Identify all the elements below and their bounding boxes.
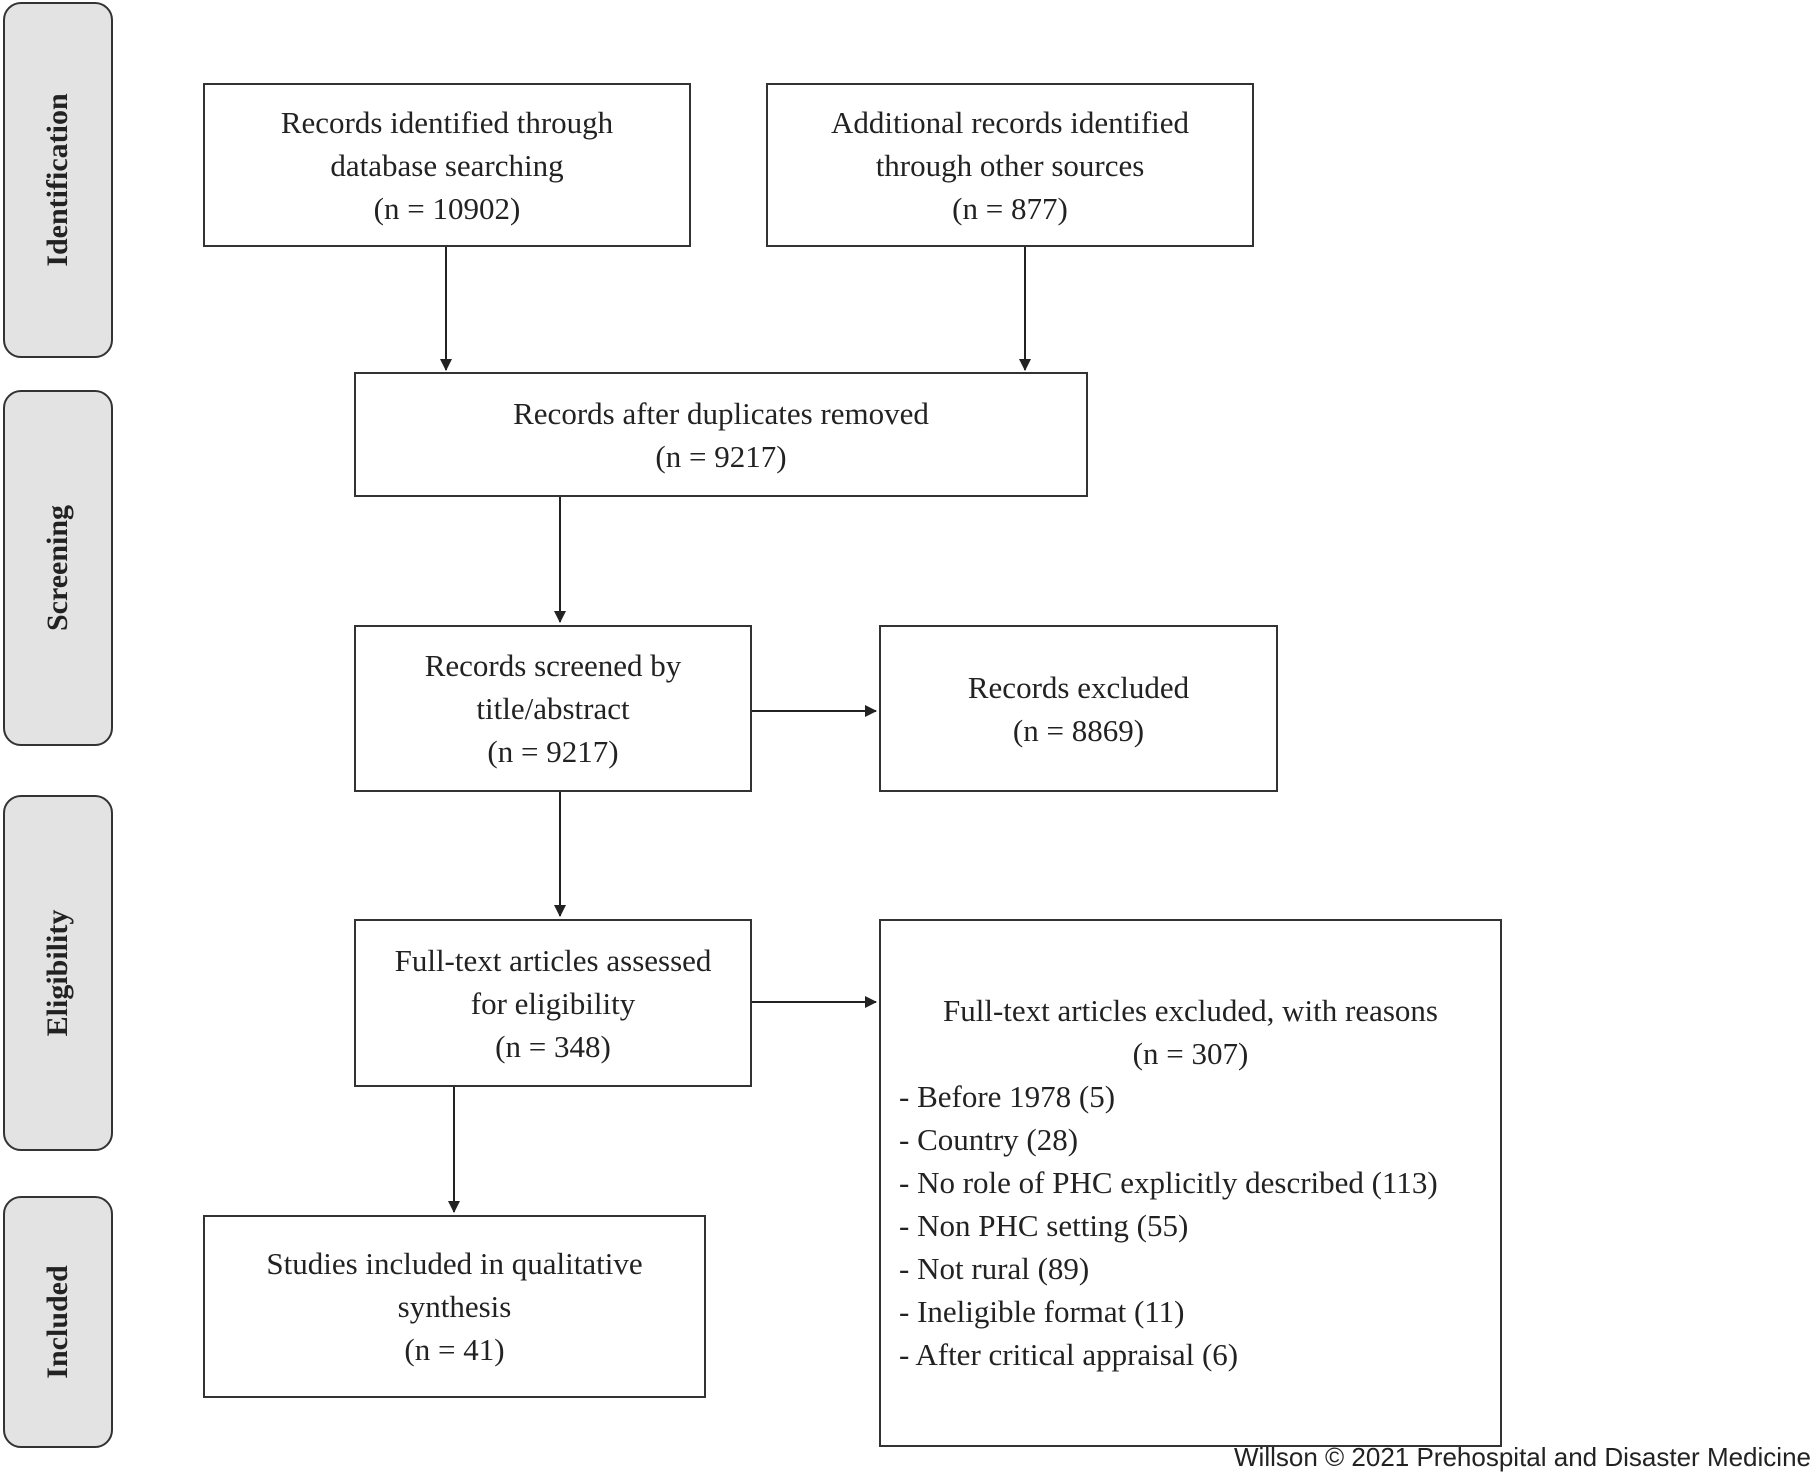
box-other-sources: Additional records identified through ot… xyxy=(766,83,1254,247)
box-records-excluded-line1: Records excluded xyxy=(967,669,1190,705)
phase-identification: Identification xyxy=(3,2,113,358)
phase-included: Included xyxy=(3,1196,113,1448)
exclusion-reason: - After critical appraisal (6) xyxy=(899,1337,1239,1372)
box-full-text-assessed-line1: Full-text articles assessed xyxy=(394,942,712,978)
phase-eligibility: Eligibility xyxy=(3,795,113,1151)
box-other-sources-line1: Additional records identified xyxy=(830,104,1190,140)
box-records-excluded-count: (n = 8869) xyxy=(1012,712,1145,748)
box-studies-included-count: (n = 41) xyxy=(404,1332,505,1367)
box-records-screened-line2: title/abstract xyxy=(476,691,630,726)
box-records-database: Records identified through database sear… xyxy=(203,83,691,247)
exclusion-reason: - Non PHC setting (55) xyxy=(899,1208,1189,1243)
box-records-excluded: Records excluded (n = 8869) xyxy=(879,625,1278,792)
exclusion-reasons-list: - Before 1978 (5) - Country (28) - No ro… xyxy=(881,1075,1500,1376)
box-duplicates-removed-count: (n = 9217) xyxy=(655,438,787,474)
exclusion-reason: - No role of PHC explicitly described (1… xyxy=(899,1165,1438,1200)
box-other-sources-count: (n = 877) xyxy=(952,190,1068,226)
exclusion-reason: - Country (28) xyxy=(899,1122,1079,1157)
box-records-screened-count: (n = 9217) xyxy=(487,734,619,769)
box-records-database-line2: database searching xyxy=(330,147,564,183)
box-records-database-count: (n = 10902) xyxy=(373,190,521,226)
phase-screening: Screening xyxy=(3,390,113,746)
box-records-database-line1: Records identified through xyxy=(280,104,614,140)
box-full-text-excluded-line1: Full-text articles excluded, with reason… xyxy=(942,993,1438,1028)
exclusion-reason: - Ineligible format (11) xyxy=(899,1294,1185,1329)
box-full-text-excluded-count: (n = 307) xyxy=(1132,1036,1249,1071)
box-records-screened-line1: Records screened by xyxy=(424,648,682,683)
box-full-text-excluded: Full-text articles excluded, with reason… xyxy=(879,919,1502,1447)
exclusion-reason: - Not rural (89) xyxy=(899,1251,1090,1286)
box-other-sources-line2: through other sources xyxy=(875,147,1145,183)
box-records-screened: Records screened by title/abstract (n = … xyxy=(354,625,752,792)
box-duplicates-removed: Records after duplicates removed (n = 92… xyxy=(354,372,1088,497)
box-full-text-assessed-line2: for eligibility xyxy=(470,985,636,1021)
box-studies-included-line2: synthesis xyxy=(397,1289,512,1324)
box-full-text-assessed-count: (n = 348) xyxy=(495,1028,611,1064)
credit-line: Willson © 2021 Prehospital and Disaster … xyxy=(1234,1442,1811,1472)
box-studies-included: Studies included in qualitative synthesi… xyxy=(203,1215,706,1398)
exclusion-reason: - Before 1978 (5) xyxy=(899,1079,1116,1114)
box-duplicates-removed-line1: Records after duplicates removed xyxy=(513,395,929,431)
box-studies-included-line1: Studies included in qualitative xyxy=(266,1246,643,1281)
box-full-text-assessed: Full-text articles assessed for eligibil… xyxy=(354,919,752,1087)
